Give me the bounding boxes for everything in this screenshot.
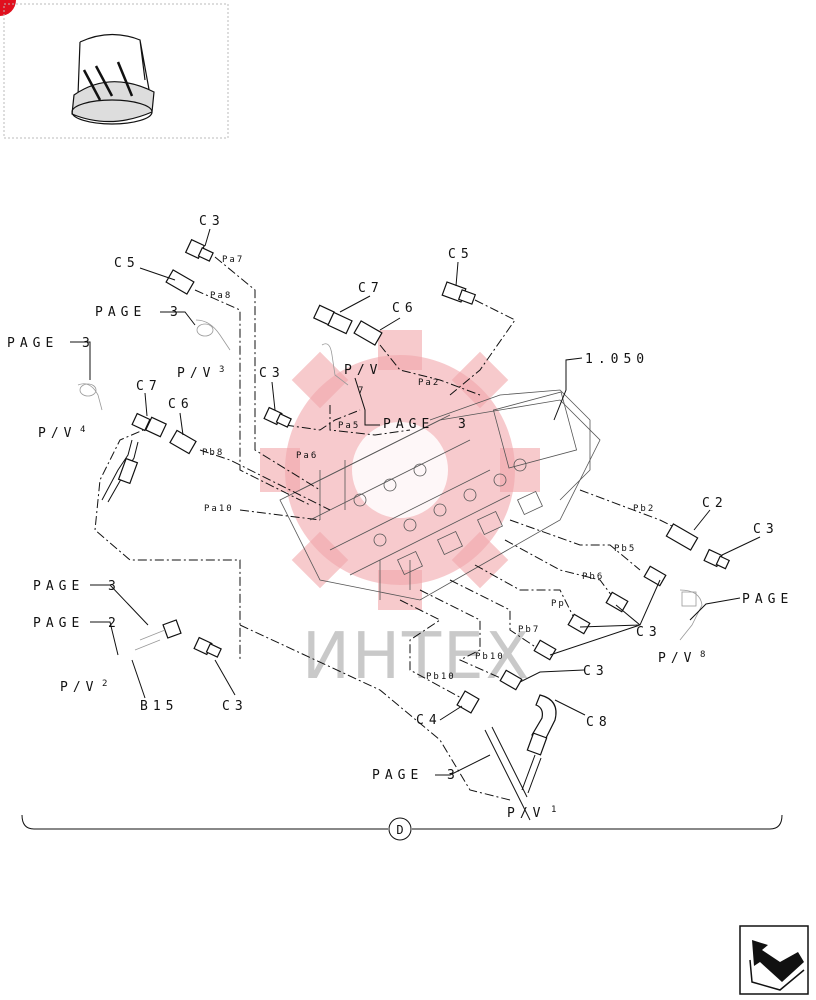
label-pa8: Pa8 (210, 291, 232, 301)
fitting-pv7[interactable] (321, 343, 349, 386)
fitting-pv8[interactable] (679, 589, 703, 641)
label-pv4-sup: 4 (80, 425, 87, 435)
label-pa7: Pa7 (222, 255, 244, 265)
label-page-b: PAGE (7, 336, 58, 351)
fitting-pv3[interactable] (195, 319, 231, 351)
label-pb6: Pb6 (582, 572, 604, 582)
label-c2: C2 (702, 496, 728, 511)
hose-bottom (484, 726, 542, 821)
fitting-c3-bottom[interactable] (499, 669, 523, 691)
label-pv2-sup: 2 (102, 679, 109, 689)
label-c5-top: C5 (448, 247, 474, 262)
label-page-d: PAGE (372, 768, 423, 783)
label-pv1: P/V (507, 806, 545, 821)
label-page-a: PAGE (95, 305, 146, 320)
label-page-e: PAGE (33, 579, 84, 594)
label-page-c: PAGE (383, 417, 434, 432)
label-pb7: Pb7 (518, 625, 540, 635)
label-pv4: P/V (38, 426, 76, 441)
fitting-b15-elbow[interactable] (134, 619, 182, 651)
label-c3-mid: C3 (259, 366, 285, 381)
label-page-2-num: 2 (108, 616, 121, 631)
label-page-d-num: 3 (447, 768, 460, 783)
label-c3-right: C3 (753, 522, 779, 537)
fitting-c6-left[interactable] (169, 429, 197, 455)
label-pv1-sup: 1 (551, 805, 558, 815)
fitting-c4[interactable] (456, 690, 480, 714)
label-pb8: Pb8 (202, 448, 224, 458)
next-page-arrow-icon[interactable] (739, 925, 809, 995)
fitting-c3-right[interactable] (703, 548, 731, 570)
label-page-b-num: 3 (82, 336, 95, 351)
fitting-c7-top[interactable] (312, 304, 353, 335)
label-pp: Pp (551, 599, 566, 609)
label-b15: B15 (140, 699, 178, 714)
fitting-c3-top[interactable] (184, 238, 214, 262)
label-c4: C4 (416, 713, 442, 728)
label-c3-lower-left: C3 (222, 699, 248, 714)
label-c5-left: C5 (114, 256, 140, 271)
label-page-e-num: 3 (108, 579, 121, 594)
watermark-text: ИНТЕХ (302, 620, 531, 694)
label-pa5: Pa5 (338, 421, 360, 431)
red-corner-badge (0, 0, 16, 16)
label-pv3-sup: 3 (219, 365, 226, 375)
label-pa2: Pa2 (418, 378, 440, 388)
leader-lines (70, 228, 761, 776)
label-pv8: P/V (658, 651, 696, 666)
fitting-c6-top[interactable] (353, 320, 383, 346)
fitting-c5-top[interactable] (441, 281, 477, 305)
label-pv7-sup: 7 (358, 386, 365, 396)
label-pv2: P/V (60, 680, 98, 695)
label-page-a-num: 3 (170, 305, 183, 320)
label-c6-top: C6 (392, 301, 418, 316)
cab-thumbnail-icon[interactable] (3, 3, 229, 139)
label-page-2: PAGE (33, 616, 84, 631)
fitting-c5-left[interactable] (165, 269, 195, 295)
label-c3-top: C3 (199, 214, 225, 229)
label-pv8-sup: 8 (700, 650, 707, 660)
label-c3-bottom: C3 (583, 664, 609, 679)
watermark-gear (260, 330, 540, 610)
label-group-d: D (396, 823, 403, 837)
hose-left (101, 439, 139, 503)
label-c3-group: C3 (636, 625, 662, 640)
label-pv7: P/V (344, 363, 382, 378)
label-page-right: PAGE (742, 592, 793, 607)
fitting-c7-left[interactable] (131, 412, 168, 438)
label-c8: C8 (586, 715, 612, 730)
label-page-c-num: 3 (458, 417, 471, 432)
label-c6-left: C6 (168, 397, 194, 412)
label-ref-1050: 1.050 (585, 352, 649, 367)
label-c7-left: C7 (136, 379, 162, 394)
callout-labels: C3 Pa7 C5 Pa8 PAGE 3 P/V 3 PAGE 3 P/V 4 … (7, 214, 793, 821)
fitting-c2[interactable] (665, 523, 699, 551)
label-c7-top: C7 (358, 281, 384, 296)
control-valve-block (279, 389, 601, 601)
label-pb8-lower: Pb10 (475, 652, 505, 662)
fitting-c3-mid[interactable] (263, 406, 292, 428)
group-bracket: D (21, 814, 783, 841)
label-pa10: Pa10 (204, 504, 234, 514)
label-pv3: P/V (177, 366, 215, 381)
fitting-pv4[interactable] (77, 383, 103, 411)
label-pb5: Pb5 (614, 544, 636, 554)
label-pa6: Pa6 (296, 451, 318, 461)
fitting-c8[interactable] (526, 694, 557, 756)
label-pb2: Pb2 (633, 504, 655, 514)
label-pb10: Pb10 (426, 672, 456, 682)
fitting-c3-lower-left[interactable] (193, 636, 222, 658)
